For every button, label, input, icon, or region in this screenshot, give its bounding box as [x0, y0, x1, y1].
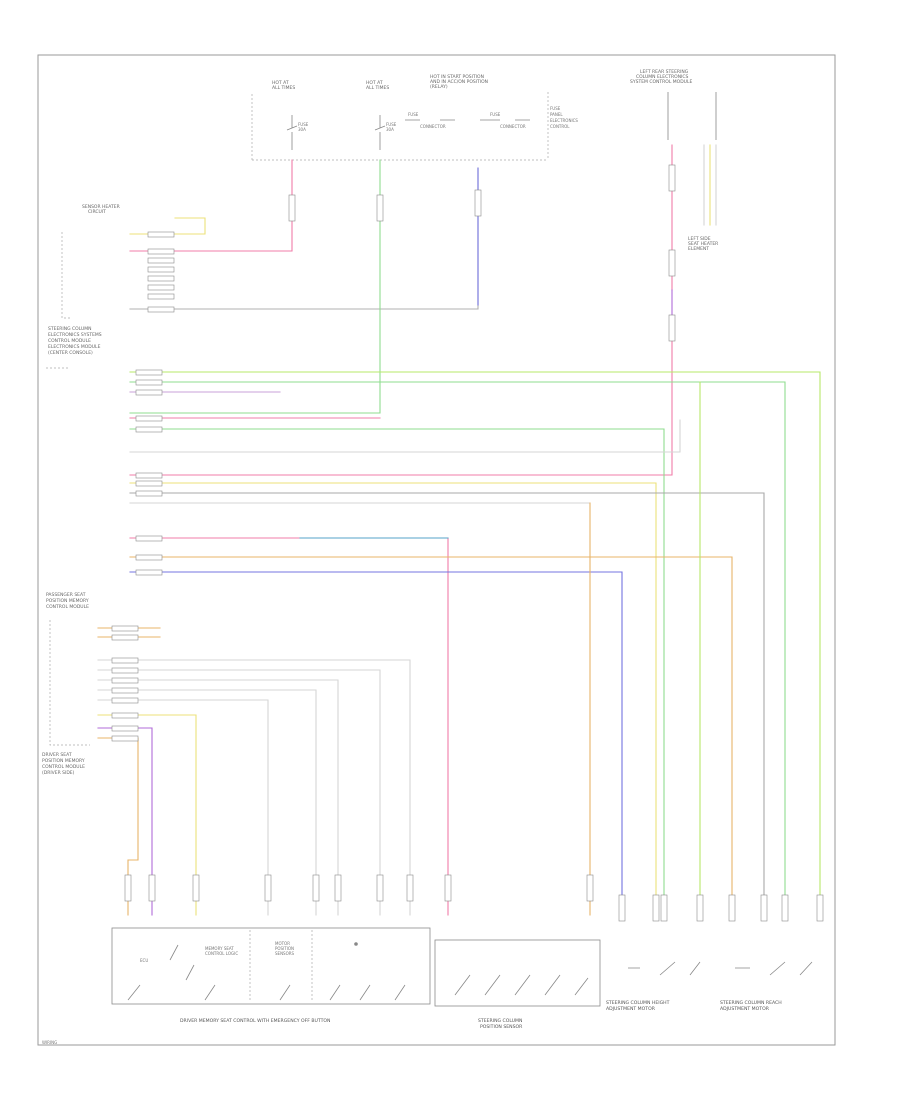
svg-text:30A: 30A [298, 127, 306, 132]
svg-text:ALL TIMES: ALL TIMES [366, 85, 389, 91]
svg-text:PASSENGER SEAT: PASSENGER SEAT [46, 592, 86, 598]
svg-text:CONNECTOR: CONNECTOR [500, 124, 526, 129]
svg-text:(RELAY): (RELAY) [430, 84, 448, 90]
steering-column-height-motor: STEERING COLUMN HEIGHT ADJUSTMENT MOTOR [606, 961, 701, 1012]
svg-text:HOT AT: HOT AT [366, 80, 383, 86]
svg-text:CONTROL: CONTROL [550, 124, 570, 129]
svg-text:HOT IN START POSITION: HOT IN START POSITION [430, 74, 484, 80]
svg-text:STEERING COLUMN REACH: STEERING COLUMN REACH [720, 1000, 782, 1006]
svg-text:HOT AT: HOT AT [272, 80, 289, 86]
svg-text:SENSORS: SENSORS [275, 951, 295, 956]
svg-text:FUSE: FUSE [408, 112, 419, 117]
svg-text:PANEL: PANEL [550, 112, 563, 117]
svg-text:(DRIVER SIDE): (DRIVER SIDE) [42, 770, 75, 776]
svg-text:30A: 30A [386, 127, 394, 132]
svg-text:ELECTRONICS: ELECTRONICS [550, 118, 578, 123]
svg-text:CONNECTOR: CONNECTOR [420, 124, 446, 129]
svg-text:CIRCUIT: CIRCUIT [88, 209, 106, 215]
svg-text:FUSE: FUSE [298, 122, 309, 127]
svg-text:POSITION: POSITION [275, 946, 294, 951]
svg-text:POSITION MEMORY: POSITION MEMORY [46, 598, 89, 604]
svg-text:DRIVER SEAT: DRIVER SEAT [42, 752, 72, 758]
svg-text:STEERING COLUMN HEIGHT: STEERING COLUMN HEIGHT [606, 1000, 670, 1006]
wire-code-tags [124, 164, 824, 922]
svg-text:ECU: ECU [140, 958, 148, 963]
steering-column-module: SENSOR HEATER CIRCUIT STEERING COLUMN EL… [48, 204, 120, 356]
svg-text:CONTROL MODULE: CONTROL MODULE [42, 764, 85, 770]
steering-column-position-switch: STEERING COLUMN POSITION SENSOR [434, 939, 601, 1030]
svg-text:MOTOR: MOTOR [275, 941, 290, 946]
svg-text:POSITION MEMORY: POSITION MEMORY [42, 758, 85, 764]
passenger-seat-module: PASSENGER SEAT POSITION MEMORY CONTROL M… [42, 367, 90, 776]
svg-text:DRIVER MEMORY SEAT CONTROL WIT: DRIVER MEMORY SEAT CONTROL WITH EMERGENC… [180, 1018, 330, 1024]
svg-text:ADJUSTMENT MOTOR: ADJUSTMENT MOTOR [606, 1006, 656, 1012]
svg-text:LEFT REAR STEERING: LEFT REAR STEERING [640, 69, 689, 75]
driver-seat-switch: ECU MEMORY SEAT CONTROL LOGIC MOTOR POSI… [111, 927, 431, 1024]
wire-harness [97, 144, 821, 916]
left-rear-seat-block: LEFT REAR STEERING COLUMN ELECTRONICS SY… [630, 69, 718, 252]
svg-text:SENSOR HEATER: SENSOR HEATER [82, 204, 120, 210]
svg-text:ELECTRONICS SYSTEMS: ELECTRONICS SYSTEMS [48, 332, 102, 338]
svg-text:SYSTEM CONTROL MODULE: SYSTEM CONTROL MODULE [630, 79, 692, 85]
svg-text:STEERING COLUMN: STEERING COLUMN [48, 326, 92, 332]
svg-text:ALL TIMES: ALL TIMES [272, 85, 295, 91]
svg-text:STEERING COLUMN: STEERING COLUMN [478, 1018, 522, 1024]
svg-text:CONTROL MODULE: CONTROL MODULE [48, 338, 91, 344]
svg-text:LEFT SIDE: LEFT SIDE [688, 236, 711, 242]
svg-text:CONTROL LOGIC: CONTROL LOGIC [205, 951, 238, 956]
svg-text:MEMORY SEAT: MEMORY SEAT [205, 946, 234, 951]
svg-text:ELEMENT: ELEMENT [688, 246, 709, 252]
svg-text:COLUMN ELECTRONICS: COLUMN ELECTRONICS [636, 74, 689, 80]
svg-text:ADJUSTMENT MOTOR: ADJUSTMENT MOTOR [720, 1006, 770, 1012]
svg-text:POSITION SENSOR: POSITION SENSOR [480, 1024, 523, 1030]
svg-text:AND IN ACC/ON POSITION: AND IN ACC/ON POSITION [430, 79, 488, 85]
svg-text:FUSE: FUSE [490, 112, 501, 117]
connector-pins [111, 231, 175, 742]
svg-text:FUSE: FUSE [550, 106, 561, 111]
diagram-frame [37, 54, 836, 1046]
steering-column-reach-motor: STEERING COLUMN REACH ADJUSTMENT MOTOR [720, 961, 813, 1012]
svg-text:ELECTRONICS MODULE: ELECTRONICS MODULE [48, 344, 101, 350]
svg-text:SEAT HEATER: SEAT HEATER [688, 241, 718, 247]
watermark-text: WIRING [42, 1040, 57, 1045]
svg-text:FUSE: FUSE [386, 122, 397, 127]
svg-text:CONTROL MODULE: CONTROL MODULE [46, 604, 89, 610]
svg-text:(CENTER CONSOLE): (CENTER CONSOLE) [48, 350, 93, 356]
